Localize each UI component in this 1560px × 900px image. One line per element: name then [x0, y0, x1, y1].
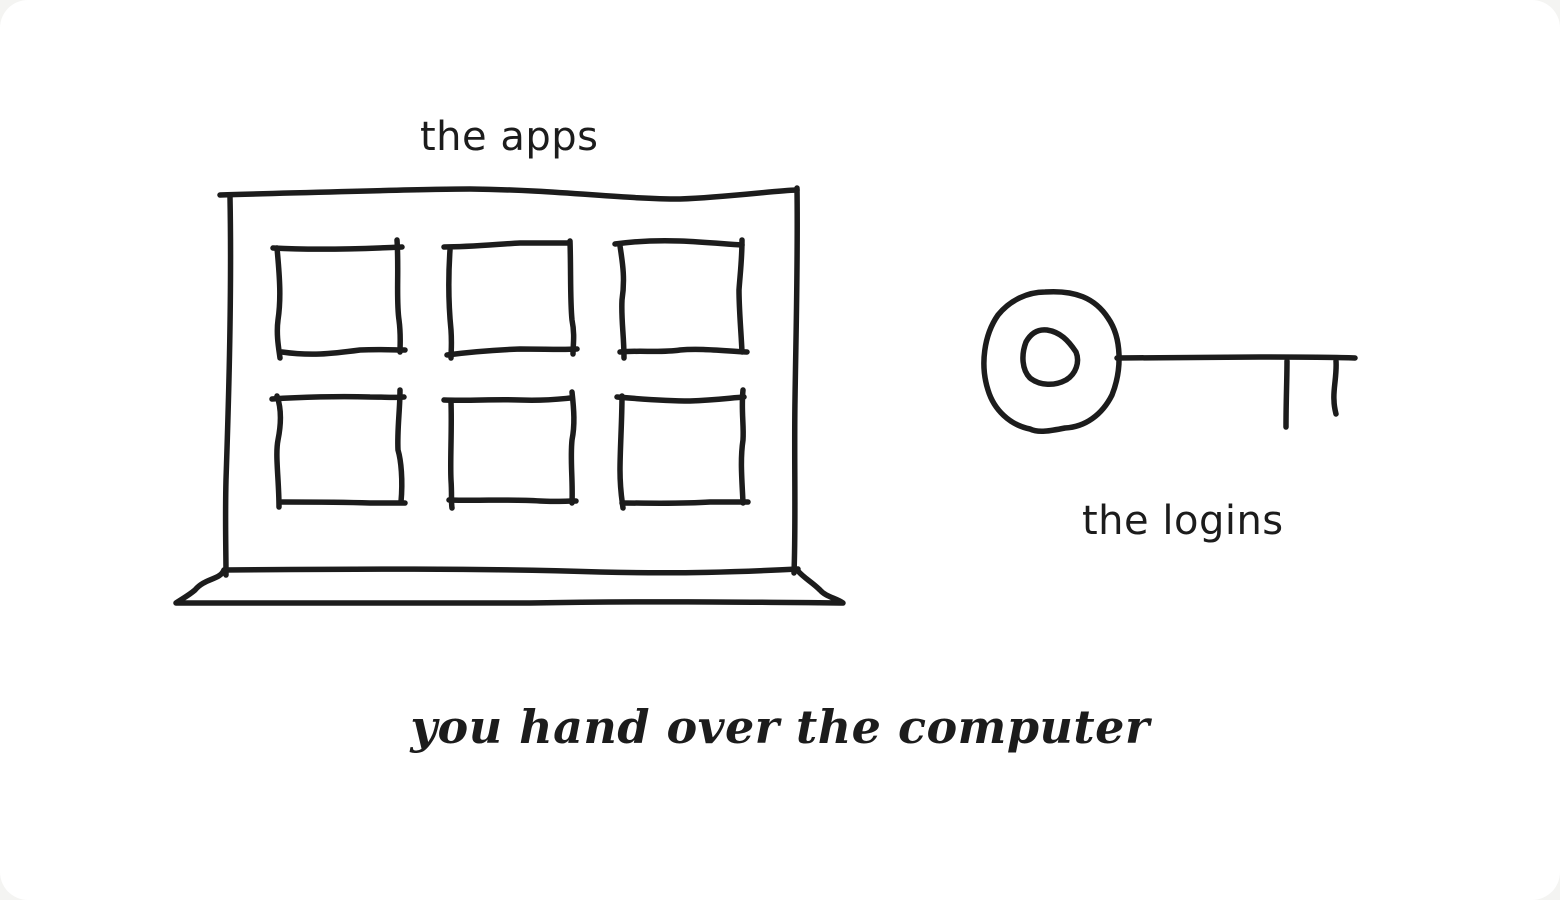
app-window-icon-5: [441, 389, 579, 511]
diagram-caption: you hand over the computer: [410, 700, 1150, 754]
app-window-icon-6: [614, 387, 751, 511]
key-icon: [981, 288, 1358, 434]
app-window-icon-2: [441, 238, 580, 361]
app-window-icon-4: [269, 387, 408, 510]
app-window-icon-3: [612, 237, 750, 361]
logins-label: the logins: [1082, 498, 1284, 544]
apps-label: the apps: [420, 114, 599, 160]
laptop-icon: [173, 185, 846, 607]
app-window-icon-1: [270, 237, 408, 361]
